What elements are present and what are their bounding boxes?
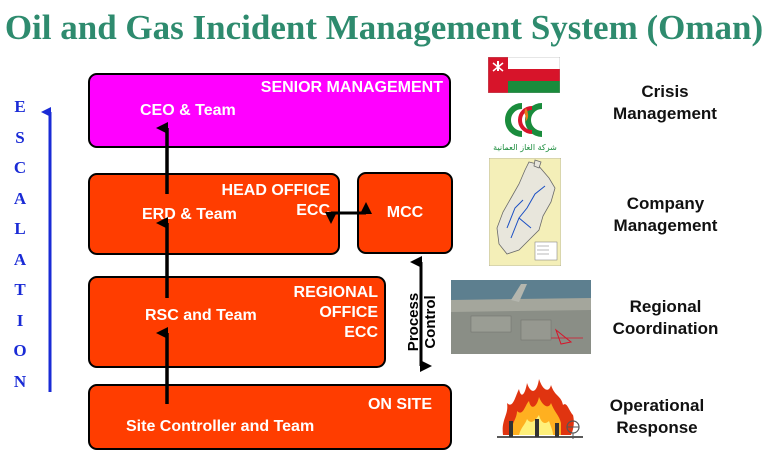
site-controller-label: Site Controller and Team — [126, 418, 315, 435]
crisis-management-label: Crisis Management — [613, 82, 717, 123]
head-office-heading: HEAD OFFICE ECC — [221, 182, 330, 219]
process-control-label: Process Control — [405, 292, 439, 352]
escalation-letter: L — [14, 219, 26, 238]
oman-gas-company-logo: شركة الغاز العمانية — [492, 100, 558, 152]
regional-coordination-label: Regional Coordination — [612, 297, 719, 338]
escalation-letter: A — [13, 249, 27, 269]
escalation-letter: S — [15, 127, 25, 147]
escalation-label: E S C A L A T I O N — [10, 92, 30, 397]
page-title: Oil and Gas Incident Management System (… — [4, 8, 764, 47]
logo-arabic-text: شركة الغاز العمانية — [493, 143, 557, 152]
on-site-box: ON SITE Site Controller and Team — [88, 384, 452, 450]
senior-management-heading: SENIOR MANAGEMENT — [260, 79, 443, 96]
escalation-letter: A — [13, 188, 27, 208]
escalation-letter: I — [16, 310, 24, 330]
ceo-team-label: CEO & Team — [140, 102, 236, 119]
on-site-heading: ON SITE — [367, 396, 432, 413]
fire-response-image — [497, 379, 583, 439]
regional-aerial-photo — [451, 280, 591, 354]
regional-office-heading: REGIONAL OFFICE ECC — [293, 284, 378, 341]
escalation-letter: N — [13, 371, 27, 391]
company-management-label: Company Management — [613, 194, 718, 235]
escalation-letter: T — [14, 280, 26, 299]
oman-map-image — [489, 158, 561, 266]
mcc-label: MCC — [386, 204, 424, 221]
escalation-letter: C — [13, 158, 27, 177]
regional-office-box: REGIONAL OFFICE ECC RSC and Team — [88, 276, 386, 368]
senior-management-box: SENIOR MANAGEMENT CEO & Team — [88, 73, 451, 148]
rsc-team-label: RSC and Team — [145, 307, 257, 324]
ogc-logo-icon — [505, 103, 543, 137]
head-office-box: HEAD OFFICE ECC ERD & Team — [88, 173, 340, 255]
mcc-box: MCC — [357, 172, 453, 254]
oman-flag-icon — [488, 57, 560, 93]
escalation-letter: E — [14, 97, 26, 116]
operational-response-label: Operational Response — [609, 396, 705, 437]
escalation-letter: O — [13, 341, 27, 360]
